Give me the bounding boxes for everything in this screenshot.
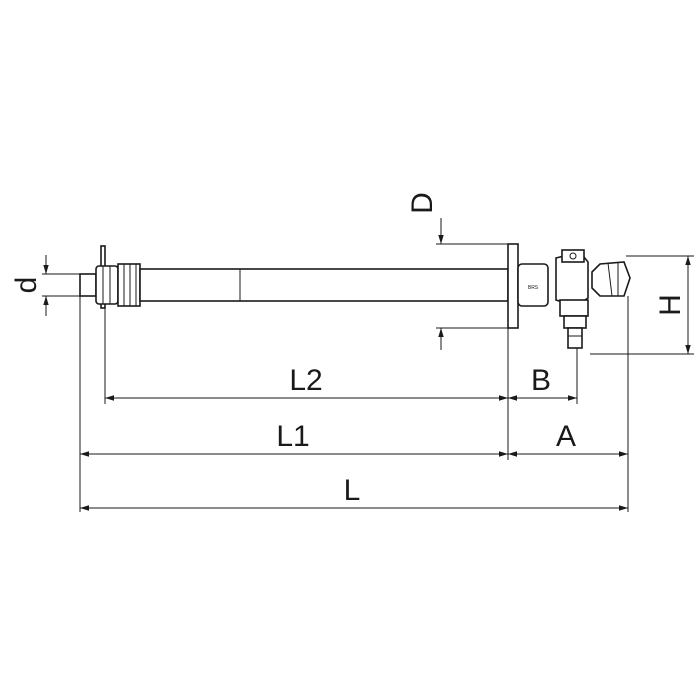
- dim-L: L: [80, 474, 628, 511]
- dim-H-label: H: [654, 294, 687, 316]
- collar-nut: [95, 265, 119, 305]
- grip-section: [117, 263, 141, 307]
- dim-B-label: B: [531, 364, 551, 397]
- valve-handle: [591, 261, 631, 297]
- dim-B: B: [508, 364, 577, 401]
- dim-L1-label: L1: [276, 420, 309, 453]
- dim-L2: L2: [105, 364, 508, 401]
- hose-nozzle: [567, 327, 583, 349]
- dim-A-label: A: [556, 420, 576, 453]
- inlet-stub: [79, 273, 97, 297]
- valve-top-cap: [561, 249, 585, 263]
- dim-L2-label: L2: [289, 364, 322, 397]
- hose-connector: [563, 315, 587, 329]
- dim-A: A: [508, 420, 628, 457]
- dim-D: D: [406, 192, 508, 350]
- wall-flange: [507, 243, 519, 329]
- dim-L1: L1: [80, 420, 508, 457]
- main-tube: [139, 268, 509, 302]
- dim-d: d: [10, 255, 80, 316]
- valve-body: [517, 263, 549, 307]
- dim-d-label: d: [10, 277, 43, 294]
- valve-marking: BRS: [528, 285, 539, 291]
- dim-L-label: L: [344, 474, 361, 507]
- extension-lines: [79, 296, 629, 512]
- outlet-nut: [559, 299, 589, 317]
- faucet-assembly: BRS: [79, 243, 631, 349]
- dim-D-label: D: [406, 192, 439, 214]
- dim-H: H: [590, 255, 694, 355]
